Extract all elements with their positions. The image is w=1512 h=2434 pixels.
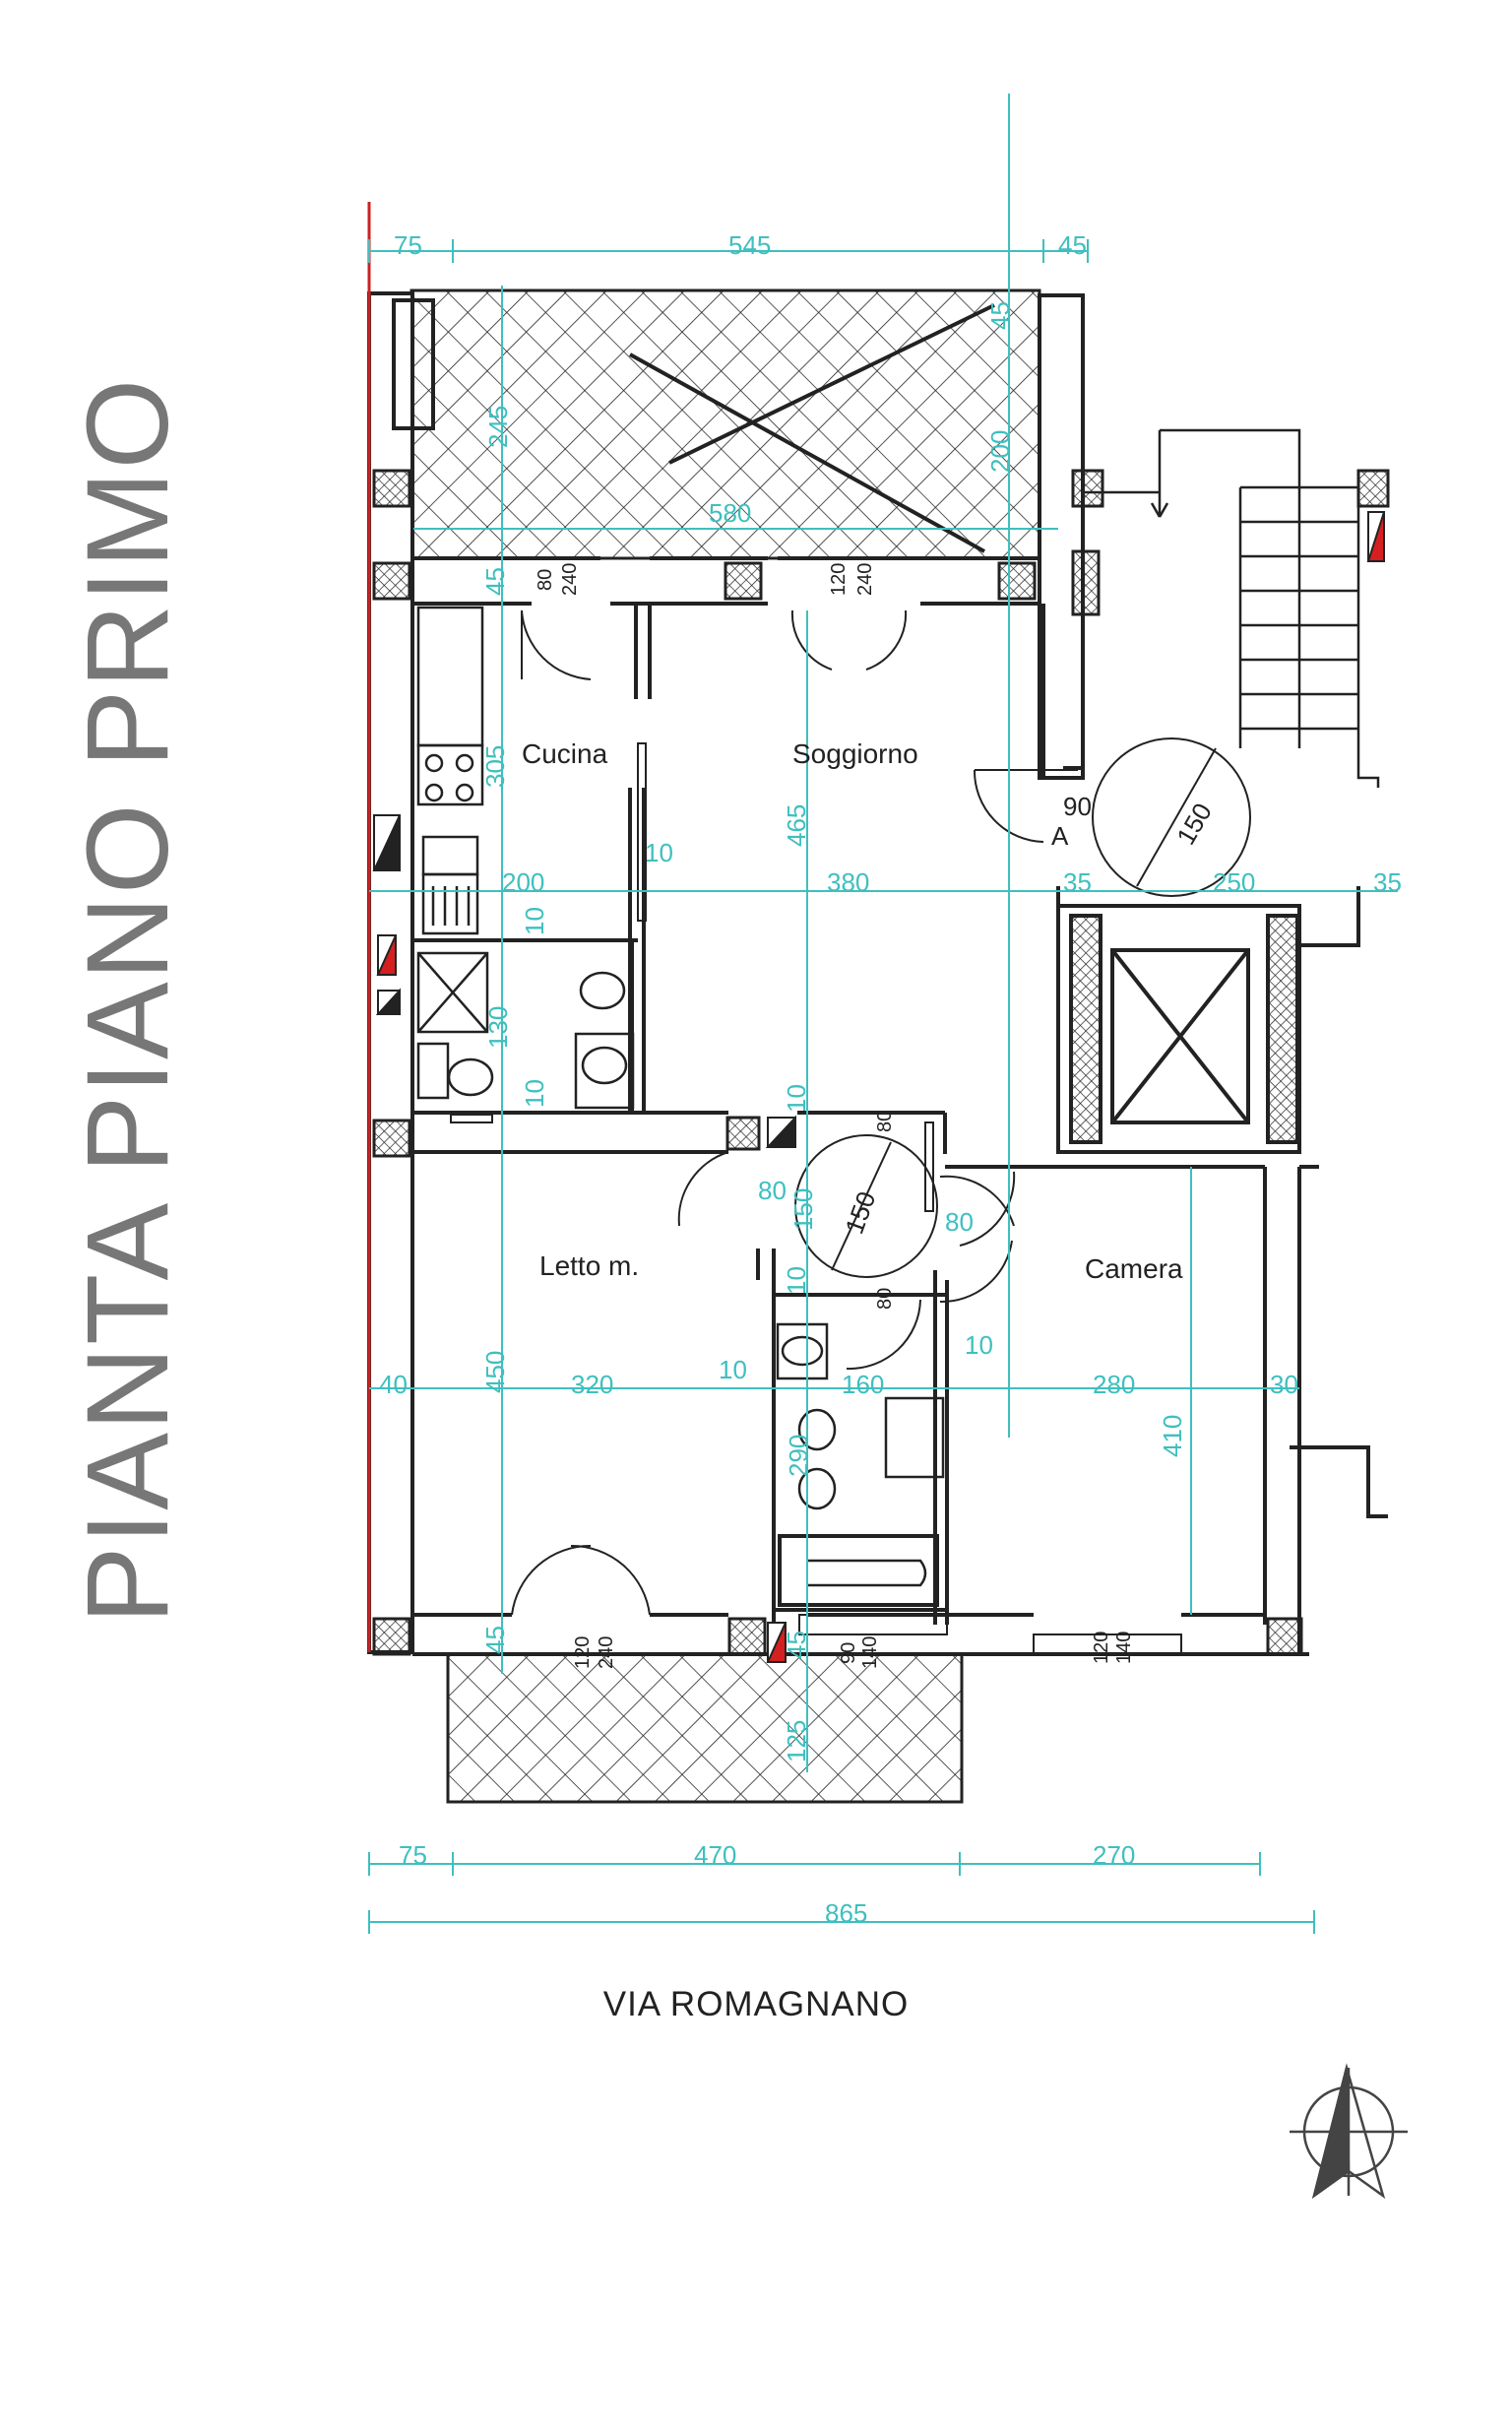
walls: [367, 202, 1388, 1656]
room-soggiorno: Soggiorno: [792, 738, 918, 769]
dim-s-120: 120: [828, 563, 850, 596]
balcony-bottom: [446, 1652, 964, 1804]
north-arrow-icon: [1290, 2063, 1408, 2200]
dim-row2-10: 10: [719, 1355, 747, 1384]
dim-row2-280: 280: [1093, 1370, 1135, 1399]
dim-bot-470: 470: [694, 1840, 736, 1870]
dim-c-80a: 80: [758, 1176, 787, 1205]
dimension-labels: 75 545 45 580 200 380 35 250 35 10 40 32…: [379, 230, 1402, 1928]
dim-row2-160: 160: [842, 1370, 884, 1399]
dim-row-250: 250: [1213, 867, 1255, 897]
dim-balc-125: 125: [782, 1720, 811, 1762]
dimension-lines: [368, 94, 1398, 1934]
dim-row-35b: 35: [1373, 867, 1402, 897]
dim-terrace-200: 200: [985, 430, 1015, 473]
dim-row2-30: 30: [1270, 1370, 1298, 1399]
room-letto: Letto m.: [539, 1250, 639, 1281]
dim-s-465: 465: [782, 804, 811, 847]
dim-terrace-45r: 45: [985, 301, 1015, 330]
dim-top-75: 75: [394, 230, 422, 260]
dim-k-305: 305: [480, 745, 510, 788]
dim-b-90: 90: [838, 1642, 859, 1664]
dim-k-10: 10: [645, 838, 673, 867]
kitchen-fixtures: [416, 606, 945, 1587]
staircase: [1083, 428, 1380, 788]
dim-cam-10: 10: [965, 1330, 993, 1360]
dim-c-10b: 10: [782, 1266, 811, 1295]
dim-terrace-580: 580: [709, 498, 751, 528]
dim-bath-10b: 10: [520, 1079, 549, 1108]
dim-bath-10a: 10: [520, 907, 549, 935]
utility-markers: [372, 511, 1385, 1663]
dim-c-150: 150: [839, 1187, 881, 1238]
dim-bot-865: 865: [825, 1898, 867, 1928]
room-cucina: Cucina: [522, 738, 608, 769]
dim-b-120: 120: [572, 1636, 594, 1669]
doors: [450, 609, 1251, 1655]
dim-circle-150a: 150: [1170, 798, 1218, 850]
dim-k-80: 80: [535, 569, 556, 591]
dim-terrace-245: 245: [483, 406, 513, 448]
dim-row-200: 200: [502, 867, 544, 897]
dim-row2-450: 450: [480, 1351, 510, 1393]
street-label: VIA ROMAGNANO: [602, 1985, 910, 2023]
dim-k-45: 45: [480, 567, 510, 596]
dim-bath-130: 130: [483, 1006, 513, 1049]
dim-c-150v: 150: [788, 1188, 818, 1231]
dim-b-240: 240: [596, 1636, 617, 1669]
dim-s-240: 240: [854, 563, 876, 596]
pillars: [372, 469, 1390, 1656]
dim-b-45b: 45: [782, 1631, 811, 1659]
dim-top-545: 545: [728, 230, 771, 260]
room-camera: Camera: [1085, 1253, 1183, 1284]
dim-b-140b: 140: [1113, 1632, 1135, 1664]
dim-row2-40: 40: [379, 1370, 408, 1399]
dim-row-380: 380: [827, 867, 869, 897]
terrace-top: [410, 288, 1041, 560]
dim-cam-410: 410: [1158, 1415, 1187, 1457]
dim-door-a: A: [1051, 821, 1069, 851]
dim-k-240: 240: [559, 563, 581, 596]
dim-b-120b: 120: [1091, 1632, 1112, 1664]
dim-bot-270: 270: [1093, 1840, 1135, 1870]
dim-c-80b: 80: [874, 1111, 896, 1132]
dim-door-90: 90: [1063, 792, 1092, 821]
dim-row-35a: 35: [1063, 867, 1092, 897]
dim-bath2-290: 290: [784, 1435, 813, 1477]
dim-bot-75: 75: [399, 1840, 427, 1870]
dim-b-140: 140: [859, 1636, 881, 1669]
dim-c-80d: 80: [874, 1288, 896, 1310]
dim-c-10: 10: [782, 1084, 811, 1113]
dim-top-45: 45: [1058, 230, 1087, 260]
dim-c-80c: 80: [945, 1207, 974, 1237]
dim-b-45: 45: [480, 1626, 510, 1654]
dim-row2-320: 320: [571, 1370, 613, 1399]
room-labels: Cucina Soggiorno Letto m. Camera: [522, 738, 1183, 1284]
